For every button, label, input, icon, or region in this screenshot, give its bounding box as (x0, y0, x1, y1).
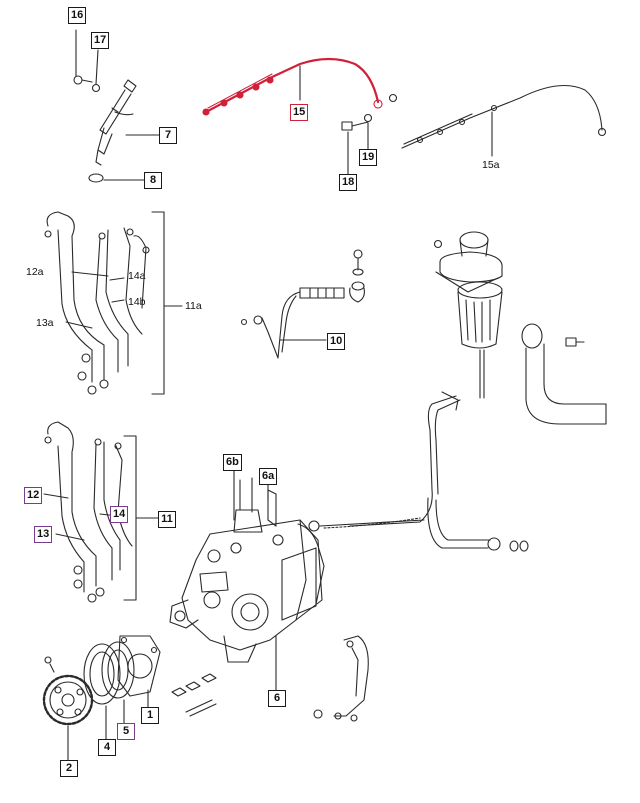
gasket-4-drawing (83, 643, 121, 741)
callout-13a[interactable]: 13a (36, 317, 54, 329)
injector-group (73, 29, 163, 183)
callout-16[interactable]: 16 (68, 7, 87, 24)
callout-5[interactable]: 5 (117, 723, 135, 740)
callout-11[interactable]: 11 (158, 511, 176, 528)
callout-15a[interactable]: 15a (482, 159, 500, 171)
callout-12a[interactable]: 12a (26, 266, 44, 278)
callout-14a[interactable]: 14a (128, 270, 146, 282)
callout-12[interactable]: 12 (24, 487, 43, 504)
callout-10[interactable]: 10 (327, 333, 346, 350)
bolt-16-drawing (73, 75, 93, 85)
gasket-5-drawing (101, 641, 135, 725)
callout-6a[interactable]: 6a (259, 468, 278, 485)
return-line-15-drawing (202, 57, 383, 116)
callout-6[interactable]: 6 (268, 690, 286, 707)
callout-6b[interactable]: 6b (223, 454, 242, 471)
callout-1[interactable]: 1 (141, 707, 159, 724)
callout-8[interactable]: 8 (144, 172, 162, 189)
callout-14b[interactable]: 14b (128, 296, 146, 308)
injection-lines-11a-drawing (44, 211, 183, 395)
injection-pump-drawing (169, 477, 369, 722)
supply-line-drawing (308, 391, 529, 552)
injector-drawing (95, 79, 137, 166)
washer-19-drawing (363, 113, 373, 123)
fuel-filter-drawing (433, 231, 607, 425)
callout-2[interactable]: 2 (60, 760, 78, 777)
callout-13[interactable]: 13 (34, 526, 53, 543)
callout-4[interactable]: 4 (98, 739, 116, 756)
callout-14[interactable]: 14 (110, 506, 129, 523)
callout-11a[interactable]: 11a (185, 300, 202, 312)
bolt-18-drawing (341, 121, 369, 175)
drive-gear-drawing (42, 656, 94, 761)
callout-15[interactable]: 15 (290, 104, 309, 121)
callout-19[interactable]: 19 (359, 149, 378, 166)
fuel-line-10-drawing (240, 249, 365, 359)
washer-17-drawing (91, 83, 101, 93)
injection-lines-11-drawing (43, 421, 159, 603)
callout-17[interactable]: 17 (91, 32, 110, 49)
callout-7[interactable]: 7 (159, 127, 177, 144)
seal-8-drawing (88, 173, 104, 183)
return-line-15a-drawing (401, 85, 607, 157)
flange-1-drawing (117, 635, 161, 709)
callout-18[interactable]: 18 (339, 174, 358, 191)
